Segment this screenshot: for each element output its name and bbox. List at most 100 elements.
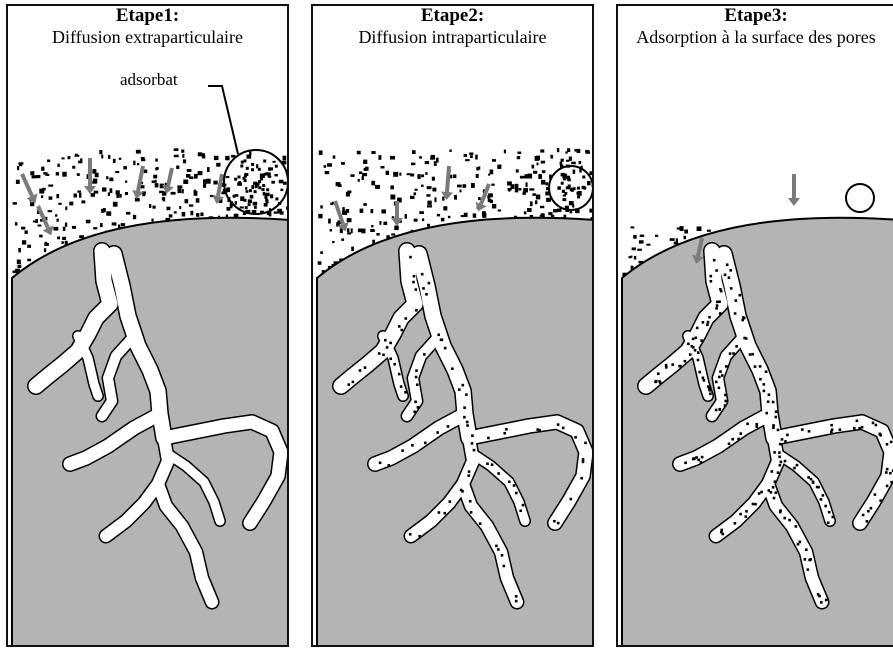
adsorbate-molecule [795,525,798,528]
adsorbate-molecule [19,164,22,167]
adsorbate-molecule [196,213,199,217]
adsorbate-molecule [587,181,591,185]
adsorbate-molecule [488,199,492,202]
adsorbate-molecule [867,510,870,513]
adsorbate-molecule [258,186,261,189]
adsorbate-molecule [371,209,374,213]
adsorbate-molecule [565,206,569,209]
adsorbate-molecule [797,543,800,546]
adsorbate-molecule [18,248,21,253]
adsorbate-molecule [718,387,721,390]
adsorbate-molecule [413,275,416,278]
adsorbate-molecule [265,193,270,197]
adsorbate-molecule [152,181,156,183]
adsorbate-molecule [80,158,82,162]
adsorbate-molecule [527,208,532,212]
adsorbate-molecule [752,503,755,506]
adsorbate-molecule [503,565,506,568]
adsorbate-molecule [399,173,401,176]
adsorbate-molecule [470,155,473,158]
panel-step-2: Etape2: Diffusion intraparticulaire [311,4,594,647]
adsorbate-molecule [771,470,774,473]
adsorbate-molecule [557,186,561,190]
adsorbate-molecule [513,484,516,487]
adsorbate-molecule [264,196,267,199]
adsorbate-molecule [725,365,728,368]
adsorbate-molecule [577,149,581,153]
adsorbate-molecule [562,198,566,201]
adsorbate-molecule [137,163,139,165]
adsorbate-molecule [634,256,636,260]
arrow-shaft [168,168,172,186]
adsorbate-molecule [557,423,560,426]
adsorbate-molecule [473,213,477,217]
adsorbate-molecule [730,287,733,290]
adsorbate-molecule [573,170,576,174]
adsorbate-molecule [62,157,65,159]
adsorbate-molecule [550,155,553,159]
adsorbate-molecule [807,568,810,571]
adsorbate-molecule [251,168,254,171]
adsorbate-molecule [279,180,284,184]
adsorbate-molecule [491,463,494,466]
adsorbate-molecule [283,156,287,161]
panel-step-1: Etape1: Diffusion extraparticulaire adso… [6,4,289,647]
adsorbate-molecule [370,229,375,232]
adsorbate-molecule [770,491,773,494]
adsorbate-molecule [886,468,889,471]
adsorbate-molecule [784,460,787,463]
adsorbate-molecule [415,369,418,372]
adsorbate-molecule [280,189,283,191]
adsorbate-molecule [378,352,381,355]
adsorbate-molecule [778,456,781,459]
adsorbate-molecule [765,370,768,373]
adsorbate-molecule [570,498,573,501]
adsorbate-molecule [720,531,723,534]
adsorbate-molecule [226,187,230,192]
adsorbate-molecule [422,287,425,290]
adsorbate-molecule [724,400,727,403]
adsorbate-molecule [177,185,182,188]
adsorbent-particle [317,218,594,647]
adsorbate-molecule [807,476,810,479]
adsorbate-molecule [167,207,171,211]
adsorbate-molecule [853,427,856,430]
adsorbate-molecule [557,208,561,212]
adsorbate-molecule [18,265,22,268]
adsorbate-molecule [582,176,585,179]
adsorbate-molecule [454,195,457,200]
adsorbate-molecule [181,189,183,193]
adsorbate-molecule [443,206,447,210]
adsorbate-molecule [820,498,823,501]
adsorbate-molecule [254,206,257,209]
adsorbate-molecule [196,198,200,203]
adsorbate-molecule [371,181,375,186]
adsorbate-molecule [376,233,379,236]
adsorbate-molecule [700,339,703,342]
adsorbate-molecule [885,471,888,474]
adsorbate-molecule [61,241,64,244]
adsorbate-molecule [687,343,690,346]
adsorbate-molecule [391,233,395,235]
adsorbate-molecule [568,178,571,181]
adsorbate-molecule [65,206,67,210]
adsorbate-molecule [501,554,504,557]
adsorbate-molecule [772,486,775,489]
adsorbate-molecule [15,222,18,225]
adsorbate-molecule [35,219,38,223]
adsorbate-molecule [734,522,737,525]
adsorbate-molecule [760,491,763,494]
adsorbate-molecule [763,383,766,386]
adsorbate-molecule [476,174,479,178]
adsorbate-molecule [352,381,355,384]
adsorbate-molecule [286,206,289,210]
adsorbate-molecule [827,521,830,524]
adsorbate-molecule [206,179,211,184]
adsorbate-molecule [133,161,135,165]
adsorbate-molecule [320,251,323,254]
adsorbate-molecule [363,160,367,164]
adsorbent-particle [12,218,289,647]
adsorbate-molecule [773,451,776,454]
adsorbate-molecule [183,180,188,185]
adsorbate-molecule [258,168,261,171]
